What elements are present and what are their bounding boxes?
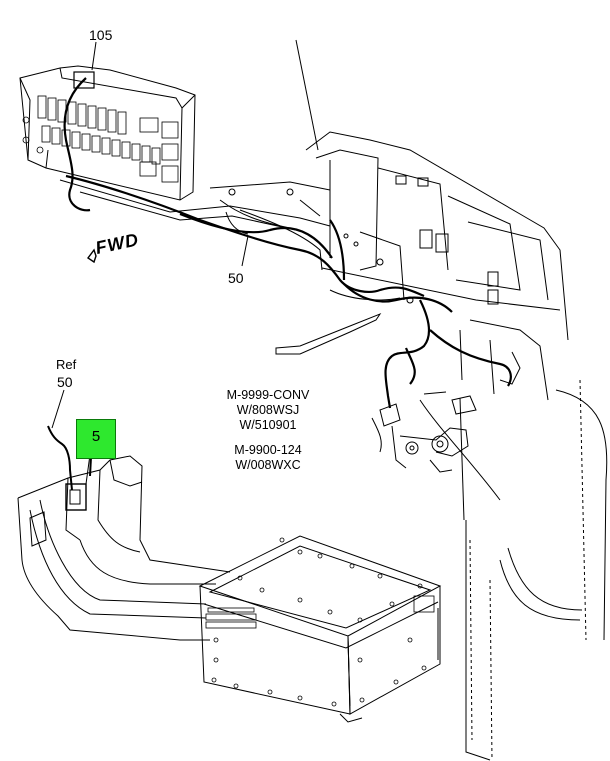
cab-wall (469, 379, 587, 761)
note-line-1: M-9999-CONV (226, 388, 310, 402)
callout-50-leader-line (241, 235, 249, 267)
direction-arrow-icon (86, 248, 97, 264)
callout-ref-text: Ref (56, 357, 77, 372)
callout-5-label: 5 (91, 428, 101, 445)
callout-105-label: 105 (89, 27, 113, 43)
note-line-2: W/808WSJ (236, 403, 300, 417)
callout-ref-number: 50 (57, 374, 73, 390)
note-line-5: W/008WXC (235, 458, 301, 472)
highlight-box (76, 419, 116, 459)
battery-box (198, 535, 442, 723)
fuse-panel (19, 41, 196, 201)
note-line-4: M-9900-124 (234, 443, 302, 457)
ref-leader-line (51, 389, 65, 429)
callout-50-label: 50 (228, 270, 244, 286)
note-line-3: W/510901 (239, 418, 297, 432)
cab-wall-edges (419, 389, 608, 761)
lower-duct (17, 455, 231, 641)
wiring-harness-upper (63, 77, 512, 409)
control-panel-assembly (275, 39, 569, 401)
